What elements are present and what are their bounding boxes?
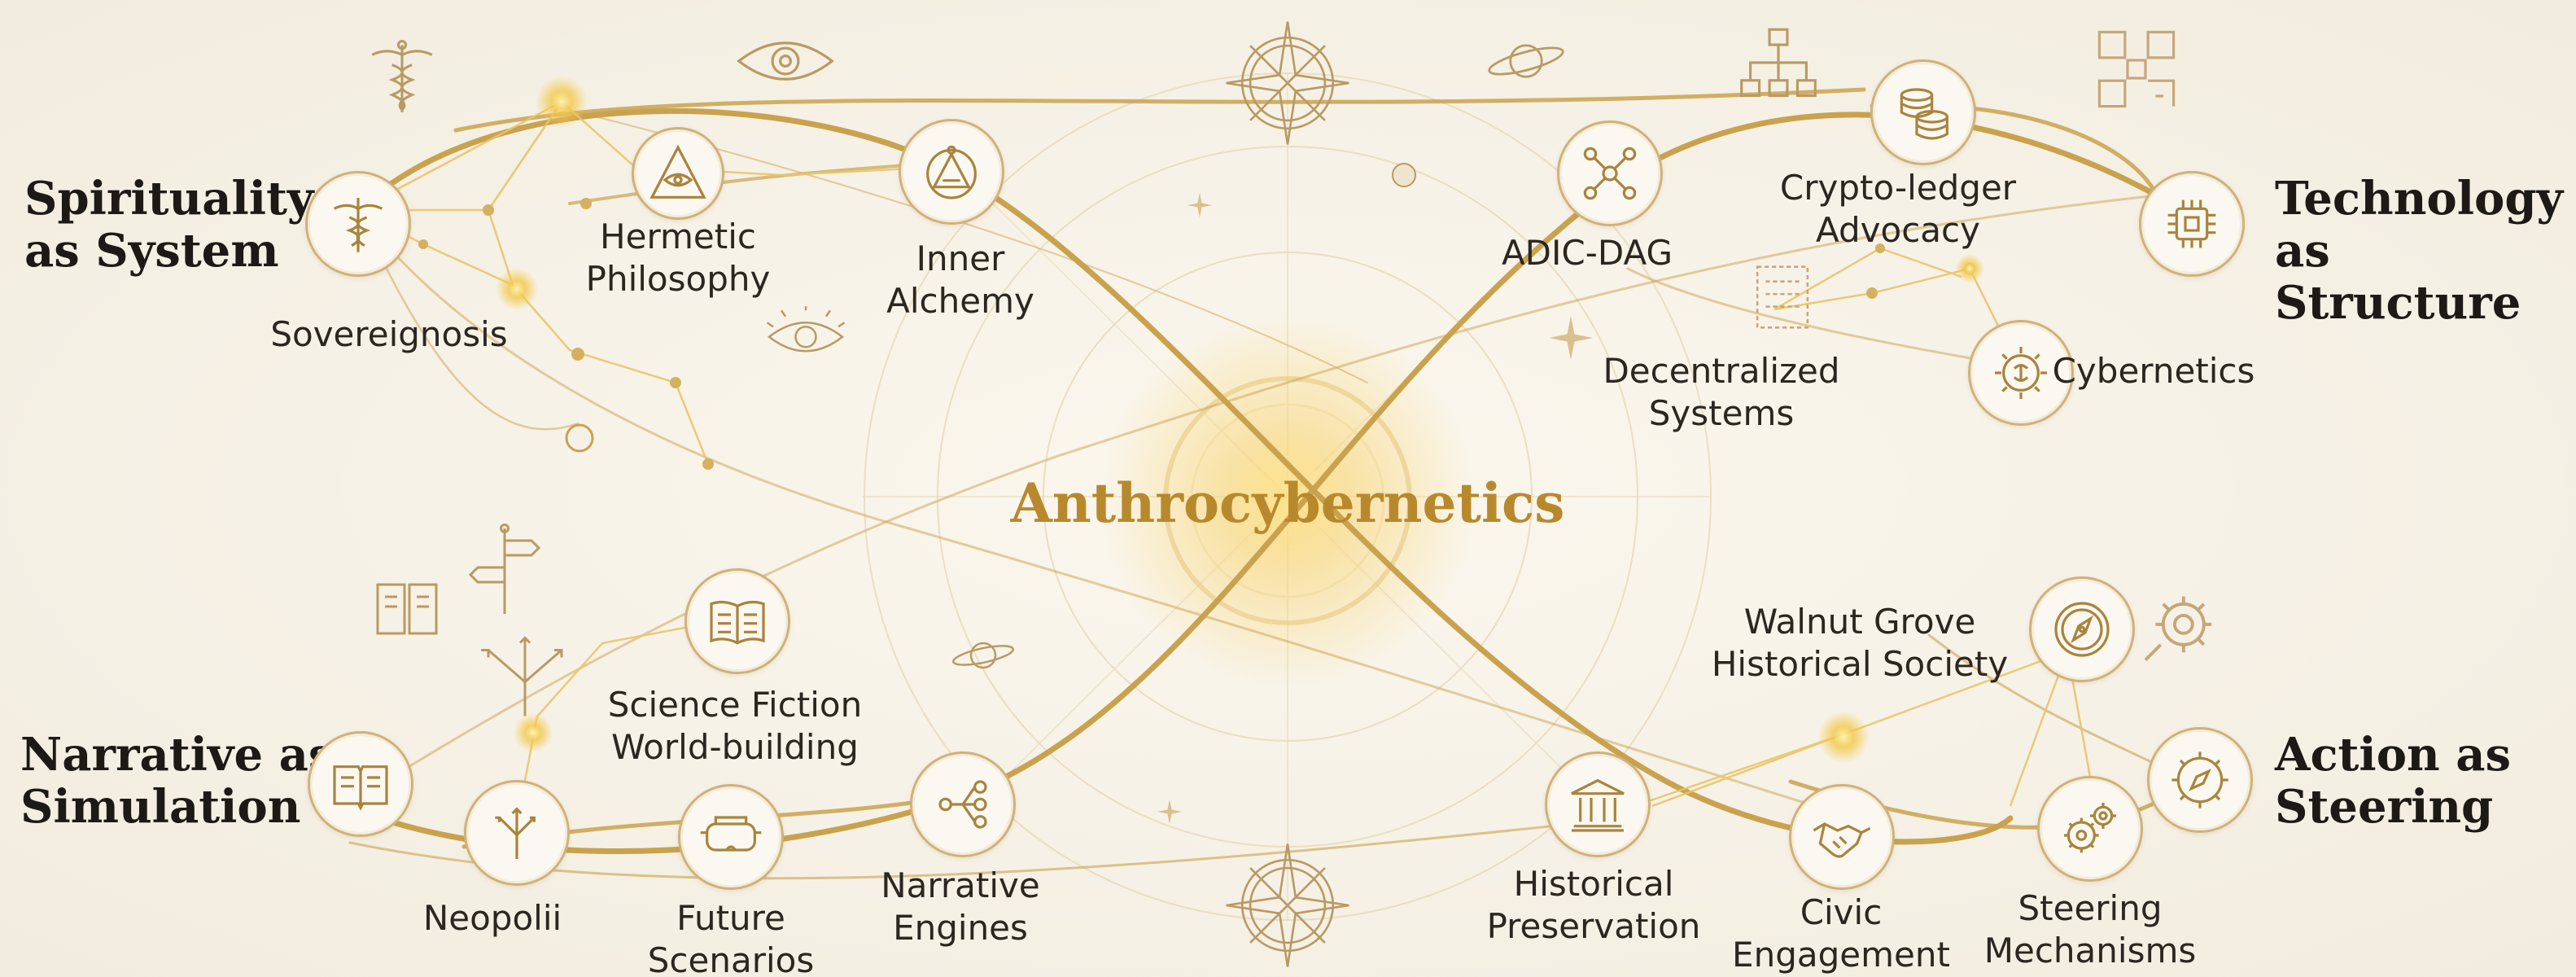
gear-search-icon <box>2144 596 2212 662</box>
branching-nodes-icon <box>938 780 987 829</box>
compass-rose-icon <box>1226 21 1349 145</box>
decentralized-systems-label: Decentralized Systems <box>1603 351 1840 433</box>
branching-arrows-icon <box>495 807 536 859</box>
microchip-icon <box>2167 199 2216 248</box>
inner-alchemy-node[interactable] <box>899 119 1004 225</box>
adic-dag-label: ADIC-DAG <box>1501 233 1673 273</box>
neopolii-label: Neopolii <box>422 898 562 938</box>
compass-wheel-icon <box>2171 751 2228 808</box>
spirituality-node[interactable] <box>305 171 411 277</box>
narrative-engines-label: Narrative Engines <box>881 865 1040 948</box>
inner-alchemy-label: Inner Alchemy <box>886 239 1034 321</box>
hierarchy-icon <box>1740 28 1817 98</box>
moon-icon <box>1392 163 1416 187</box>
book-icon <box>333 765 388 811</box>
cybernetics-label: Cybernetics <box>2052 351 2255 391</box>
action-node[interactable] <box>2147 727 2253 833</box>
civic-engagement-node[interactable] <box>1789 784 1895 890</box>
steering-mechanisms-label: Steering Mechanisms <box>1983 888 2197 970</box>
gears-icon <box>2064 803 2116 853</box>
narrative-engines-node[interactable] <box>910 751 1016 857</box>
planet-icon <box>952 642 1014 669</box>
adic-dag-node[interactable] <box>1557 120 1663 226</box>
sparkle-icon <box>1157 799 1183 825</box>
vr-headset-icon <box>700 816 762 852</box>
server-icon <box>1756 265 1809 329</box>
planet-icon <box>1488 44 1564 78</box>
crypto-ledger-advocacy-label: Crypto-ledger Advocacy <box>1779 168 2017 250</box>
walnut-grove-node[interactable] <box>2029 576 2135 682</box>
compass-rose-icon <box>1226 843 1349 967</box>
future-scenarios-label: Future Scenarios <box>647 898 815 977</box>
steering-mechanisms-node[interactable] <box>2037 776 2143 882</box>
compass-icon <box>2054 602 2110 657</box>
qr-circuit-icon <box>2097 30 2176 108</box>
eye-icon <box>766 306 846 353</box>
technology-node[interactable] <box>2139 171 2245 277</box>
caduceus-icon <box>333 198 383 252</box>
future-scenarios-node[interactable] <box>678 784 784 890</box>
center-title: Anthrocybernetics <box>1010 471 1565 535</box>
alchemy-triangle-icon <box>926 145 977 199</box>
caduceus-icon <box>371 40 433 112</box>
museum-building-icon <box>1571 778 1625 832</box>
cybernetics-node[interactable] <box>1968 320 2074 426</box>
eye-pyramid-icon <box>649 144 706 199</box>
quadrant-action-as-steering: Action as Steering <box>2275 728 2512 834</box>
sparkle-icon <box>1187 192 1213 218</box>
science-fiction-node[interactable] <box>684 568 790 674</box>
crypto-ledger-node[interactable] <box>1870 59 1976 165</box>
quadrant-spirituality-as-system: Spirituality as System <box>24 172 314 278</box>
gear-brain-icon <box>1995 347 2047 399</box>
handshake-icon <box>1813 822 1871 858</box>
historical-preservation-node[interactable] <box>1545 751 1651 857</box>
quadrant-technology-as-structure: Technology as Structure <box>2275 172 2564 330</box>
historical-preservation-label: Historical Preservation <box>1486 864 1701 946</box>
hermetic-philosophy-label: Hermetic Philosophy <box>585 217 771 299</box>
hermetic-philosophy-node[interactable] <box>632 127 724 220</box>
civic-engagement-label: Civic Engagement <box>1732 892 1950 975</box>
eye-icon <box>737 42 834 81</box>
book-icon <box>376 583 438 635</box>
science-fiction-label: Science Fiction World-building <box>607 685 863 767</box>
sovereignosis-label: Sovereignosis <box>270 314 508 354</box>
quadrant-narrative-as-simulation: Narrative as Simulation <box>20 728 335 834</box>
coin-stack-icon <box>1900 88 1948 140</box>
branching-arrows-icon <box>481 636 563 716</box>
narrative-node[interactable] <box>308 731 413 837</box>
graph-network-icon <box>1583 147 1637 200</box>
sparkle-icon <box>1549 316 1593 360</box>
neopolii-node[interactable] <box>464 780 570 886</box>
signpost-icon <box>468 524 541 614</box>
walnut-grove-label: Walnut Grove Historical Society <box>1711 602 2009 684</box>
open-book-icon <box>710 600 765 645</box>
